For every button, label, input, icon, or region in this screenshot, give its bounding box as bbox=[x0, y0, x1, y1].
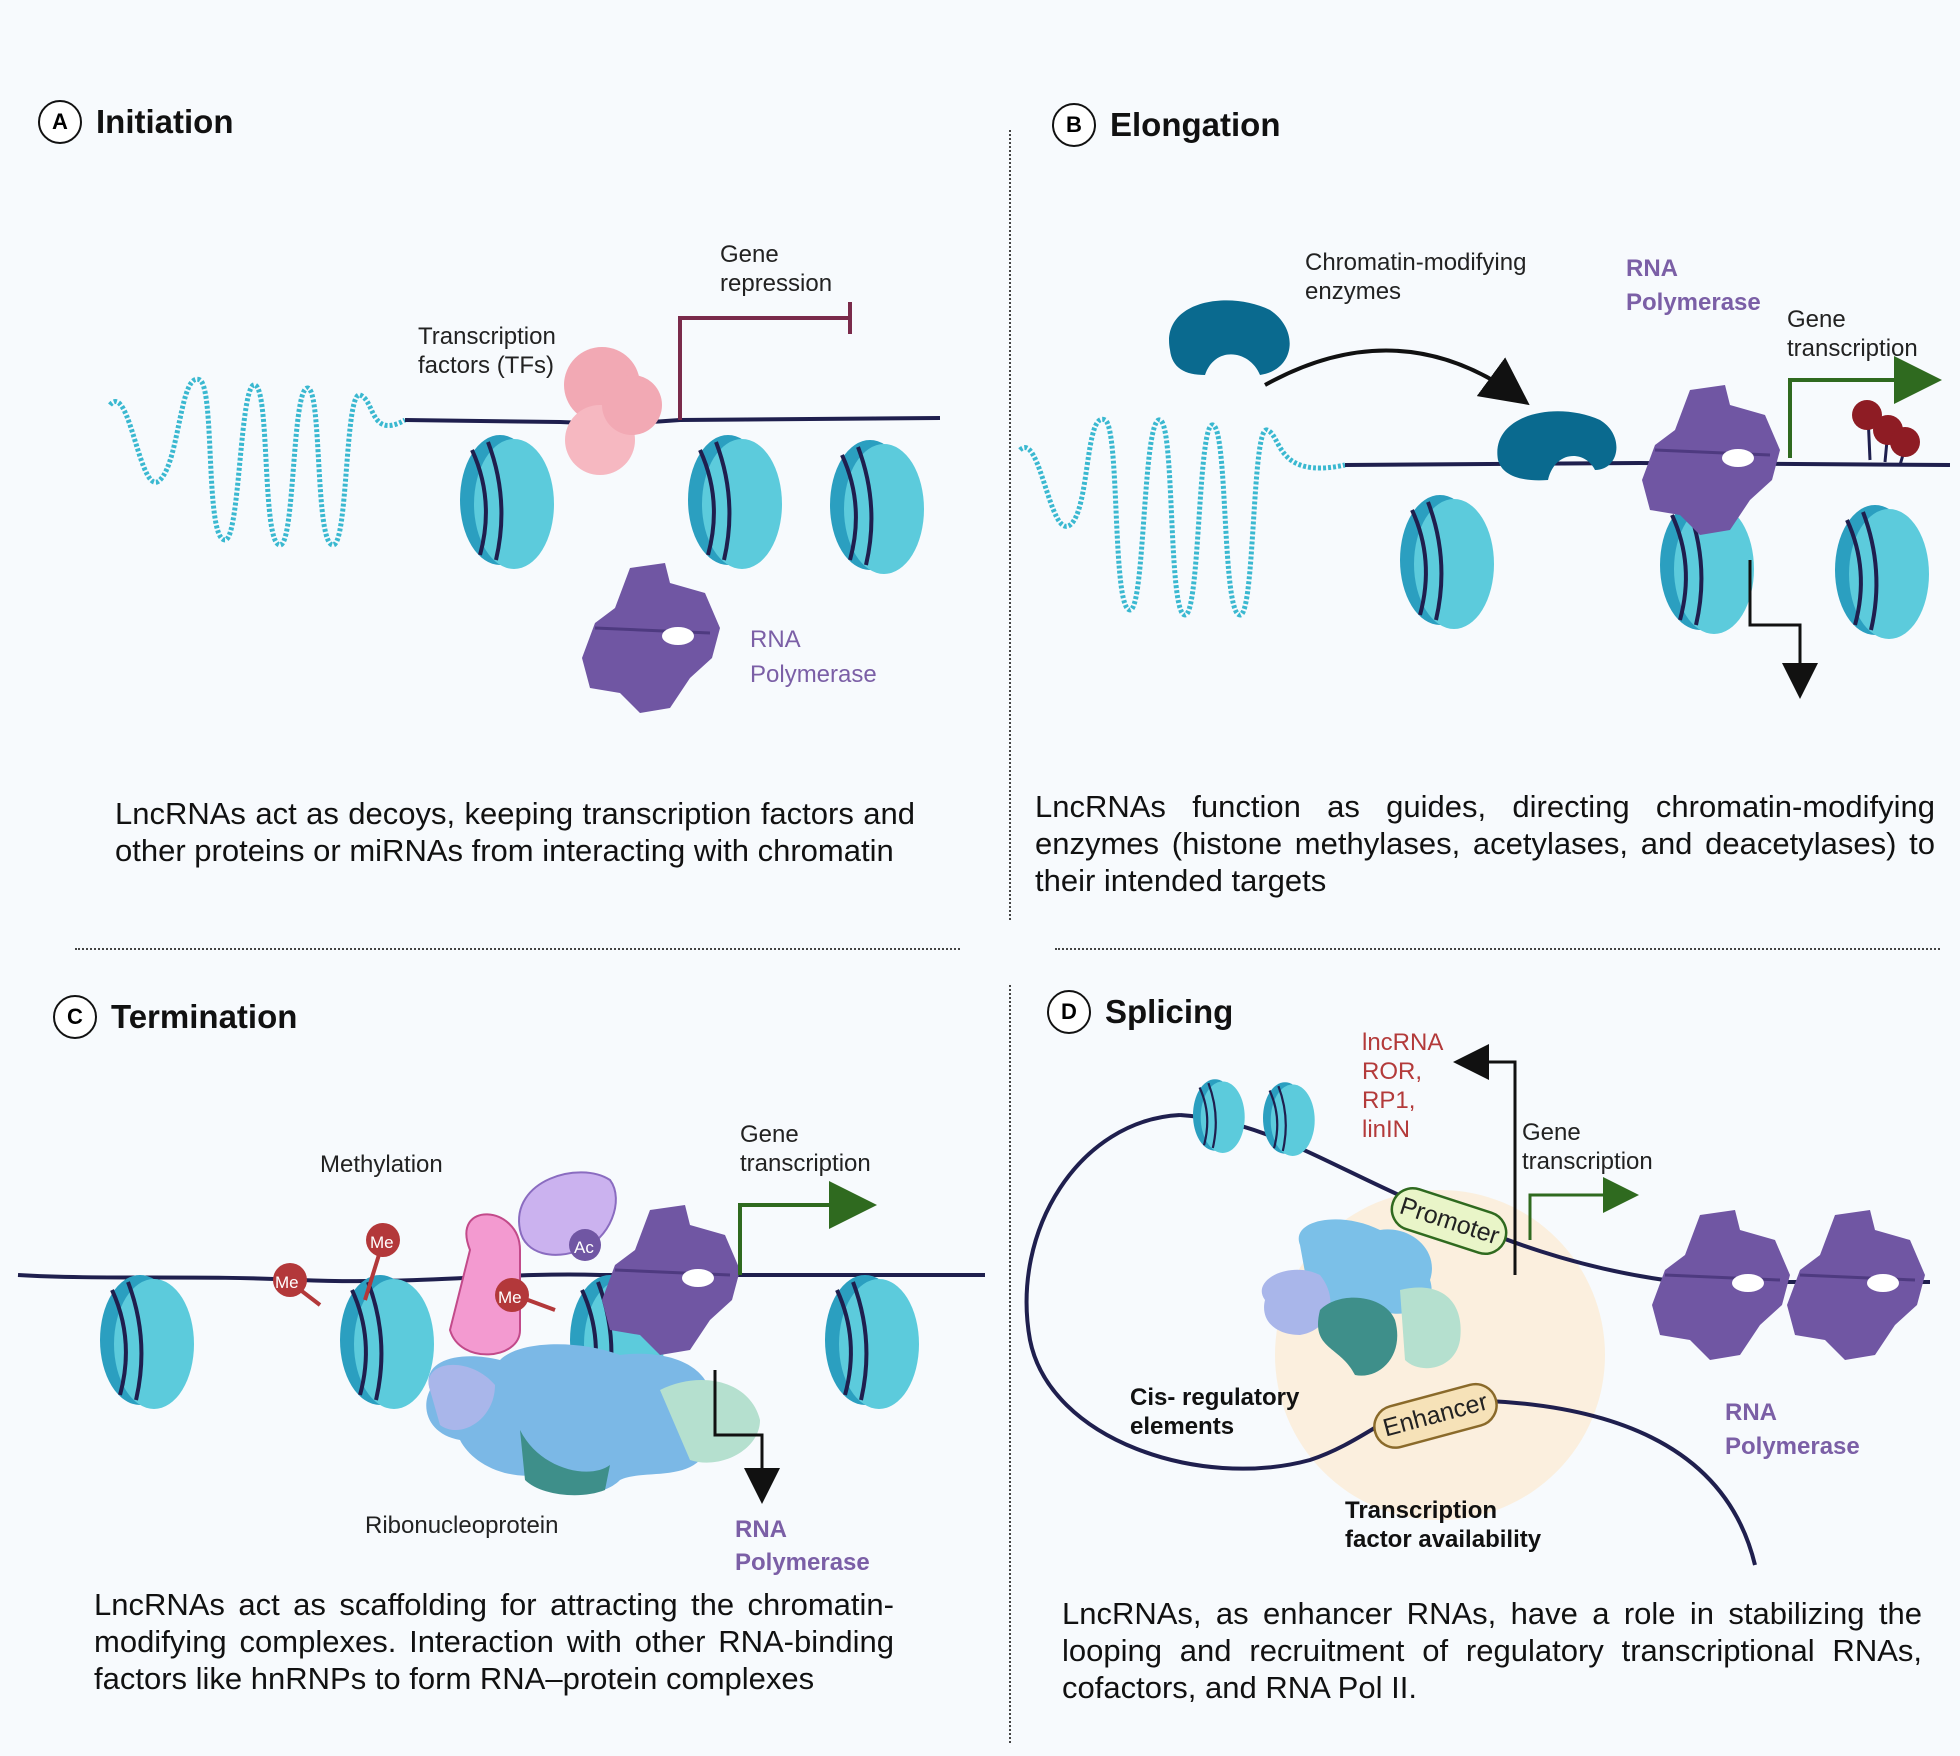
chromatin-coil-b bbox=[1018, 417, 1346, 618]
dna-strand-b bbox=[1344, 460, 1951, 467]
ac-badge: Ac bbox=[574, 1238, 594, 1257]
tfs-label: Transcription factors (TFs) bbox=[418, 323, 556, 379]
gene-transcription-arrow-d bbox=[1528, 1177, 1639, 1240]
rna-polymerase-b bbox=[1640, 383, 1782, 537]
panel-d-title: D Splicing bbox=[1047, 990, 1233, 1034]
chromatin-enzymes-label: Chromatin-modifying enzymes bbox=[1305, 249, 1527, 305]
panel-c-badge: C bbox=[53, 995, 97, 1039]
nucleosome-c2 bbox=[338, 1273, 436, 1411]
chromatin-coil-a bbox=[108, 376, 407, 548]
transcription-factor-blob bbox=[564, 347, 662, 475]
enzyme-free bbox=[1169, 300, 1290, 375]
elongation-down-arrow bbox=[1748, 560, 1818, 699]
gene-transcription-c-label: Gene transcription bbox=[740, 1121, 871, 1177]
panel-d-badge: D bbox=[1047, 990, 1091, 1034]
me-badge-1: Me bbox=[275, 1273, 299, 1292]
panel-b-graphic bbox=[1018, 300, 1951, 699]
panel-b-heading: Elongation bbox=[1110, 106, 1281, 143]
panel-c-caption: LncRNAs act as scaffolding for attractin… bbox=[94, 1587, 894, 1696]
rna-polymerase-d2 bbox=[1785, 1208, 1927, 1362]
panel-a-badge: A bbox=[38, 100, 82, 144]
rna-polymerase-d1 bbox=[1650, 1208, 1792, 1362]
rnp-complex bbox=[426, 1344, 730, 1493]
nucleosome-c1 bbox=[98, 1273, 196, 1411]
rna-pol-d-label-2: Polymerase bbox=[1725, 1433, 1860, 1460]
nucleosome-b1 bbox=[1398, 493, 1496, 631]
gene-repression-arrow bbox=[678, 316, 850, 420]
panel-b-title: B Elongation bbox=[1052, 103, 1280, 147]
dna-strand-a bbox=[404, 416, 941, 426]
cis-regulatory-label: Cis- regulatory elements bbox=[1130, 1384, 1300, 1440]
panel-b-badge: B bbox=[1052, 103, 1096, 147]
enhancer-box bbox=[1373, 1382, 1498, 1449]
panel-c-title: C Termination bbox=[53, 995, 297, 1039]
rna-pol-c-label-2: Polymerase bbox=[735, 1549, 870, 1576]
dna-loop-d bbox=[1024, 1113, 1757, 1566]
gene-transcription-d-label: Gene transcription bbox=[1522, 1119, 1653, 1175]
methylation-label: Methylation bbox=[320, 1151, 443, 1178]
rna-pol-b-label-1: RNA bbox=[1626, 255, 1678, 282]
me-badge-2: Me bbox=[370, 1233, 394, 1252]
termination-down-arrow bbox=[713, 1370, 780, 1504]
lncrna-up-arrow bbox=[1453, 1044, 1517, 1275]
pink-enzyme bbox=[448, 1213, 521, 1356]
me-badge-3: Me bbox=[498, 1288, 522, 1307]
panel-a-graphic bbox=[108, 302, 941, 715]
gene-transcription-arrow-b bbox=[1788, 356, 1942, 458]
panel-a-title: A Initiation bbox=[38, 100, 233, 144]
rna-pol-c-label-1: RNA bbox=[735, 1516, 787, 1543]
panel-d-graphic bbox=[1024, 1044, 1930, 1566]
promoter-box bbox=[1390, 1187, 1508, 1255]
panel-c-heading: Termination bbox=[111, 998, 298, 1035]
panel-b-caption: LncRNAs function as guides, directing ch… bbox=[1035, 789, 1935, 898]
enzyme-recruit-arrow bbox=[1264, 348, 1530, 406]
nucleosome-a2 bbox=[686, 433, 784, 571]
nucleosome-c4 bbox=[823, 1273, 921, 1411]
methyl-marks-c bbox=[273, 1223, 400, 1307]
rna-polymerase-a bbox=[580, 561, 722, 715]
histone-marks-b bbox=[1852, 400, 1920, 466]
ribonucleoprotein-label: Ribonucleoprotein bbox=[365, 1512, 559, 1539]
lncrna-label: lncRNA ROR, RP1, linIN bbox=[1362, 1029, 1444, 1143]
gene-transcription-arrow-c bbox=[738, 1181, 877, 1275]
protein-cluster-d bbox=[1261, 1219, 1461, 1376]
nucleosome-b3 bbox=[1833, 503, 1931, 641]
enzyme-bound bbox=[1497, 411, 1617, 481]
panel-a-heading: Initiation bbox=[96, 103, 234, 140]
panel-a-caption: LncRNAs act as decoys, keeping transcrip… bbox=[115, 796, 915, 868]
nucleosome-a3 bbox=[828, 438, 926, 576]
tf-availability-label: Transcription factor availability bbox=[1345, 1497, 1542, 1553]
panel-d-caption: LncRNAs, as enhancer RNAs, have a role i… bbox=[1062, 1596, 1922, 1705]
rna-pol-d-label-1: RNA bbox=[1725, 1399, 1777, 1426]
nucleosome-d2 bbox=[1261, 1081, 1316, 1158]
horizontal-divider-left bbox=[75, 948, 960, 950]
gene-repression-label: Gene repression bbox=[720, 241, 833, 297]
rna-pol-b-label-2: Polymerase bbox=[1626, 289, 1761, 316]
horizontal-divider-right bbox=[1055, 948, 1940, 950]
lilac-enzyme bbox=[518, 1171, 617, 1256]
panel-c-graphic bbox=[17, 1171, 985, 1504]
vertical-divider-top bbox=[1009, 130, 1011, 920]
nucleosome-d1 bbox=[1191, 1078, 1246, 1155]
rna-pol-a-label-1: RNA bbox=[750, 626, 801, 653]
gene-transcription-b-label: Gene transcription bbox=[1787, 306, 1918, 362]
nucleosome-a1 bbox=[458, 433, 556, 571]
panel-d-heading: Splicing bbox=[1105, 993, 1234, 1030]
vertical-divider-bottom bbox=[1009, 985, 1011, 1743]
rna-pol-a-label-2: Polymerase bbox=[750, 661, 877, 688]
